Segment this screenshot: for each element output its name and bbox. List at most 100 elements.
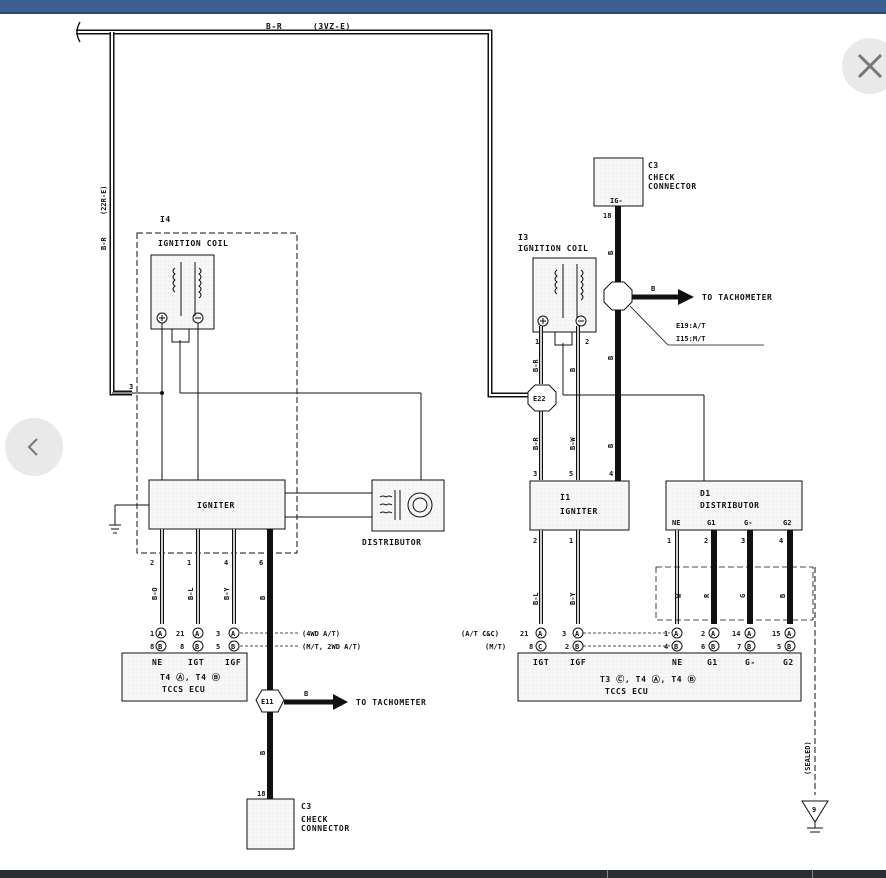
left-row1-pin2: 21 <box>176 630 184 638</box>
right-row1-pin2: 3 <box>562 630 566 638</box>
top-wire-variant: (3VZ-E) <box>313 22 351 31</box>
right-ecu-pins <box>535 627 796 652</box>
d1-num4: 4 <box>779 537 783 545</box>
left-down-wire: B <box>259 751 267 755</box>
i4-id: I4 <box>160 215 171 224</box>
left-wire-label: B-R <box>100 237 108 250</box>
e11-label: E11 <box>261 698 274 706</box>
left-ecu-wires <box>160 529 273 800</box>
i1-pin1: 1 <box>569 537 573 545</box>
ground-icon <box>109 504 149 534</box>
right-row2-pin2: 2 <box>565 643 569 651</box>
right-row1-pin4: 2 <box>701 630 705 638</box>
i1-pin4: 4 <box>609 470 613 478</box>
right-ecu-leaders <box>583 632 670 647</box>
right-row2-pin5: 7 <box>737 643 741 651</box>
left-coil-wires <box>112 323 422 489</box>
right-ecu-gm: G- <box>745 658 756 667</box>
d1-num2: 2 <box>704 537 708 545</box>
left-check-connector <box>246 798 295 850</box>
right-row1-pin6: 15 <box>772 630 780 638</box>
e22-junction <box>527 384 557 412</box>
shield-box <box>655 566 814 621</box>
d1-pin-g1: G1 <box>707 519 715 527</box>
i1-title: IGNITER <box>560 507 598 516</box>
right-ecu-g2: G2 <box>783 658 794 667</box>
top-bar <box>0 0 886 14</box>
right-tach-wire: B <box>651 285 655 293</box>
left-c3-id: C3 <box>301 802 312 811</box>
right-wire-mid: B <box>607 356 615 360</box>
d1-title: DISTRIBUTOR <box>700 501 760 510</box>
right-note-ac: (A/T C&C) <box>461 630 499 638</box>
sealed-ground-icon <box>801 800 829 833</box>
e22-wire-3: B-R <box>532 437 540 450</box>
svg-text:B: B <box>674 643 678 651</box>
left-row1-pin1: 1 <box>150 630 154 638</box>
right-note-mt: (M/T) <box>485 643 506 651</box>
i1-pin5: 5 <box>569 470 573 478</box>
right-c3-line2: CONNECTOR <box>648 182 697 191</box>
right-tach-arrow-icon <box>632 289 694 305</box>
right-row2-pin6: 5 <box>777 643 781 651</box>
left-note1: (4WD A/T) <box>302 630 340 638</box>
left-wire-ne: B-O <box>151 587 159 600</box>
close-icon <box>857 53 883 79</box>
svg-text:B: B <box>711 643 715 651</box>
right-ecu-ne: NE <box>672 658 683 667</box>
svg-text:C: C <box>538 643 542 651</box>
previous-button[interactable] <box>5 418 63 476</box>
d1-wire-gm: G <box>739 594 747 598</box>
bottom-bar <box>0 870 886 878</box>
left-wire-igt: B-L <box>187 587 195 600</box>
right-c3-pin: 18 <box>603 212 611 220</box>
sealed-ground-pin: 9 <box>812 806 816 814</box>
top-bus-wire <box>76 21 533 398</box>
right-row1-pin1: 21 <box>520 630 528 638</box>
left-tach-arrow-icon <box>284 694 348 710</box>
left-c3-line1: CHECK <box>301 815 328 824</box>
left-note-leaders <box>240 632 300 647</box>
svg-text:B: B <box>575 643 579 651</box>
left-ecu-pins <box>155 627 240 652</box>
svg-text:A: A <box>158 630 163 638</box>
e19-leader <box>629 305 764 346</box>
left-c3-line2: CONNECTOR <box>301 824 350 833</box>
e22-label: E22 <box>533 395 546 403</box>
i15-label: I15:M/T <box>676 335 706 343</box>
i1-wire-igt: B-L <box>532 592 540 605</box>
svg-text:A: A <box>674 630 679 638</box>
igniter-distributor-wires <box>285 492 372 518</box>
chevron-left-icon <box>27 438 38 456</box>
svg-text:A: A <box>747 630 752 638</box>
right-ecu-sub: TCCS ECU <box>605 687 648 696</box>
left-pin1: 1 <box>187 559 191 567</box>
right-wire-low: B <box>607 444 615 448</box>
svg-text:B: B <box>747 643 751 651</box>
i4-title: IGNITION COIL <box>158 239 228 248</box>
right-ecu-title: T3 Ⓒ, T4 Ⓐ, T4 Ⓑ <box>600 674 696 684</box>
right-coil-icon <box>532 257 597 346</box>
right-row1-pin5: 14 <box>732 630 740 638</box>
right-wire-top: B <box>607 251 615 255</box>
left-ecu-igt: IGT <box>188 658 204 667</box>
left-igniter-label: IGNITER <box>197 501 235 510</box>
right-ecu-box <box>517 652 802 702</box>
i3-wire-plus: B-R <box>532 359 540 372</box>
left-pin2: 2 <box>150 559 154 567</box>
svg-text:A: A <box>575 630 580 638</box>
right-coil-wires <box>539 326 705 481</box>
d1-num3: 3 <box>741 537 745 545</box>
sealed-label: (SEALED) <box>804 741 812 775</box>
distributor-icon <box>371 479 445 532</box>
svg-text:B: B <box>195 643 199 651</box>
right-row1-pin3: 1 <box>664 630 668 638</box>
svg-text:A: A <box>231 630 236 638</box>
close-button[interactable] <box>842 38 886 94</box>
d1-num1: 1 <box>667 537 671 545</box>
left-pin4: 4 <box>224 559 228 567</box>
left-wire-igf: B-Y <box>223 587 231 600</box>
right-c3-line1: CHECK <box>648 173 675 182</box>
d1-pin-g2: G2 <box>783 519 791 527</box>
